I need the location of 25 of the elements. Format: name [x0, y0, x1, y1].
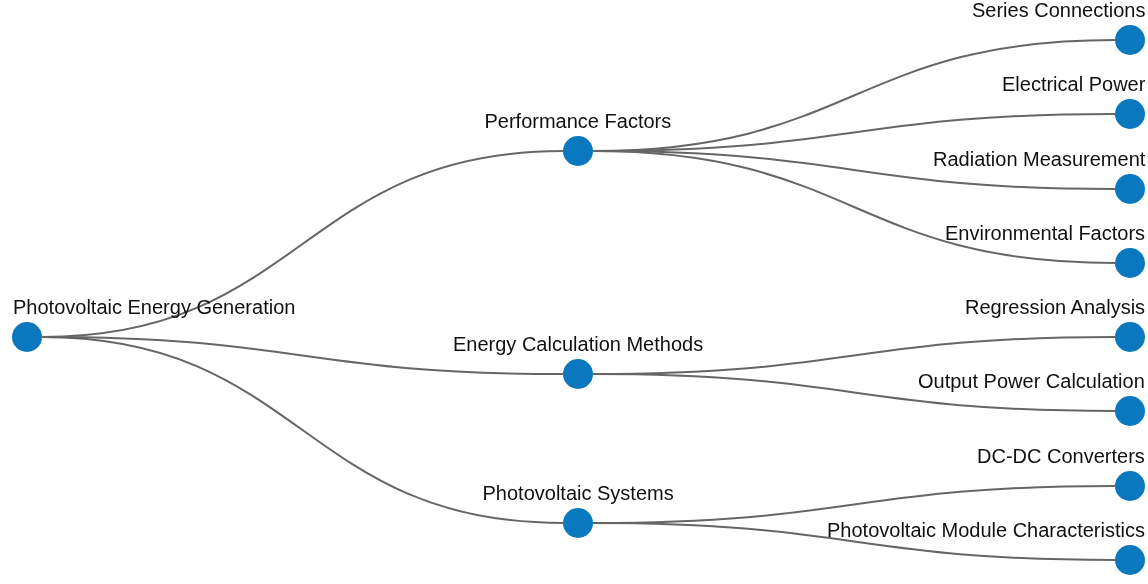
node-circle	[1115, 174, 1145, 204]
node-circle	[563, 508, 593, 538]
node-label: Performance Factors	[484, 109, 672, 133]
node-circle	[1115, 248, 1145, 278]
node-label: Photovoltaic Module Characteristics	[827, 518, 1145, 542]
node-circle	[1115, 322, 1145, 352]
node-label: Photovoltaic Systems	[482, 481, 674, 505]
node-label: Radiation Measurement	[933, 147, 1146, 171]
node-circle	[1115, 25, 1145, 55]
node-label: Electrical Power	[1002, 72, 1146, 96]
node-circle	[1115, 471, 1145, 501]
node-circle	[563, 359, 593, 389]
node-circle	[563, 136, 593, 166]
node-label: Regression Analysis	[965, 295, 1146, 319]
node-label: Photovoltaic Energy Generation	[13, 295, 296, 319]
node-circle	[1115, 99, 1145, 129]
node-label: Output Power Calculation	[918, 369, 1145, 393]
node-label: DC-DC Converters	[977, 444, 1145, 468]
node-label: Energy Calculation Methods	[453, 332, 704, 356]
tree-link	[41, 336, 564, 524]
node-label: Series Connections	[972, 0, 1146, 22]
node-circle	[12, 322, 42, 352]
node-label: Environmental Factors	[945, 221, 1146, 245]
node-circle	[1115, 396, 1145, 426]
node-circle	[1115, 545, 1145, 575]
